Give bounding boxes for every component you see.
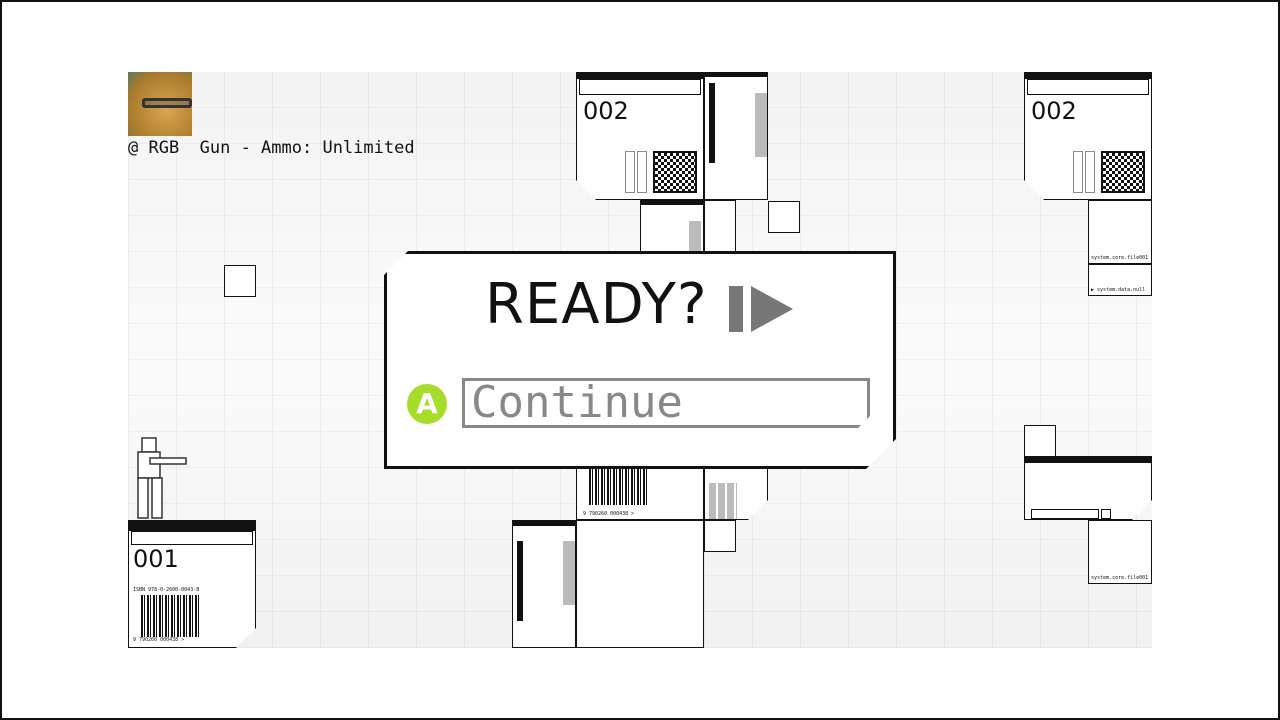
play-icon — [729, 284, 795, 334]
data-strip-card — [704, 72, 768, 200]
block — [704, 520, 736, 552]
game-stage: @ RGB Gun - Ammo: Unlimited 002 002 syst… — [128, 72, 1152, 648]
file-card: system.core.file001 — [1088, 520, 1152, 584]
block — [1024, 425, 1056, 457]
data-card — [1024, 456, 1152, 520]
data-card-002-center: 002 — [576, 72, 704, 200]
continue-button[interactable]: Continue — [462, 378, 870, 428]
weapon-ammo-status: @ RGB Gun - Ammo: Unlimited — [128, 138, 415, 158]
block — [224, 265, 256, 297]
qr-code — [653, 151, 697, 193]
barcode — [141, 595, 201, 637]
blank-card — [576, 520, 704, 648]
player-avatar — [128, 72, 192, 136]
data-strip-card — [512, 520, 576, 648]
barcode — [589, 467, 647, 505]
file-card: system.core.file001 — [1088, 200, 1152, 264]
data-card-002-right: 002 — [1024, 72, 1152, 200]
block — [768, 201, 800, 233]
player-character — [137, 437, 187, 519]
data-card-001: 001 ISBN 978-0-2600-0043-8 9 790260 0004… — [128, 520, 256, 648]
qr-code — [1101, 151, 1145, 193]
dialog-title: READY? — [485, 272, 708, 337]
ready-dialog: READY? A Continue — [384, 251, 896, 469]
data-strip-card — [640, 200, 704, 260]
glasses-icon — [142, 98, 192, 108]
a-button-icon: A — [407, 384, 447, 424]
file-card: ▶ system.data.null — [1088, 264, 1152, 296]
